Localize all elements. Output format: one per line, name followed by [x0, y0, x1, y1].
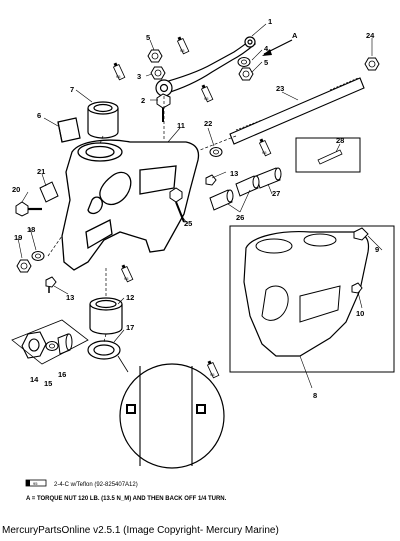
- svg-text:95: 95: [116, 74, 121, 79]
- callout-bracket: [11, 319, 89, 365]
- callout-17: 17: [126, 323, 134, 332]
- callout-21: 21: [37, 167, 45, 176]
- pin-21: [39, 181, 59, 203]
- callout-13-mid: 13: [230, 169, 238, 178]
- callout-8: 8: [313, 391, 317, 400]
- tube-d: 95: [258, 137, 272, 157]
- zoom-detail-circle: [117, 355, 225, 469]
- washer-4: [237, 57, 251, 67]
- callout-a: A: [292, 31, 298, 40]
- callout-23: 23: [276, 84, 284, 93]
- callout-1: 1: [268, 17, 272, 26]
- callout-3: 3: [137, 72, 141, 81]
- nut-3: [150, 66, 166, 80]
- svg-text:95: 95: [180, 48, 185, 53]
- svg-text:95: 95: [124, 276, 129, 281]
- block-6: [57, 117, 81, 143]
- grease-tubes: 95 95 95 95 95 95: [112, 35, 272, 379]
- callout-25: 25: [184, 219, 192, 228]
- callout-2: 2: [141, 96, 145, 105]
- legend: 95 2-4-C w/Teflon (92-825407A12): [25, 479, 138, 488]
- callout-7: 7: [70, 85, 74, 94]
- bolt-2: [156, 93, 171, 122]
- tube-f: 95: [206, 359, 220, 379]
- nut-24: [364, 57, 380, 71]
- footer: MercuryPartsOnline v2.5.1 (Image Copyrig…: [2, 524, 398, 538]
- callout-19: 19: [14, 233, 22, 242]
- callout-4: 4: [264, 44, 269, 53]
- callout-15: 15: [44, 379, 52, 388]
- swivel-bracket-11: [61, 139, 200, 271]
- bushing-26: [209, 175, 260, 211]
- image-copyright: (Image Copyright- Mercury Marine): [123, 525, 279, 536]
- nut-5-top: [147, 49, 163, 63]
- nut-5-right: [238, 67, 254, 81]
- bushing-16: [57, 333, 73, 355]
- callout-12: 12: [126, 293, 134, 302]
- callout-13-left: 13: [66, 293, 74, 302]
- kit-28: [295, 137, 361, 173]
- callout-16: 16: [58, 370, 66, 379]
- bearing-12: [89, 297, 123, 335]
- callout-10: 10: [356, 309, 364, 318]
- dashed-leaders: [47, 96, 237, 343]
- bushing-27: [255, 167, 282, 189]
- torque-arrow-a: [262, 39, 293, 56]
- callout-11: 11: [177, 121, 185, 130]
- steering-link: [155, 36, 256, 97]
- washer-15: [45, 341, 59, 351]
- callout-5-right: 5: [264, 58, 268, 67]
- callout-18: 18: [27, 225, 35, 234]
- torque-note: A = TORQUE NUT 120 LB. (13.5 N_M) AND TH…: [26, 496, 227, 502]
- callout-5-top: 5: [146, 33, 150, 42]
- callout-20: 20: [12, 185, 20, 194]
- svg-text:95: 95: [210, 372, 215, 377]
- tube-b: 95: [112, 61, 126, 81]
- bushing-7: [87, 101, 119, 139]
- seal-17: [87, 340, 121, 360]
- parts-diagram: 95 95 95 95 95 95: [11, 17, 395, 502]
- callout-numbers: 1 2 3 4 5 5 6 7 8 9 10 11 12 13 13 14 15…: [12, 17, 379, 400]
- svg-text:95: 95: [204, 96, 209, 101]
- tilt-tube-23: [229, 77, 365, 145]
- callout-6: 6: [37, 111, 41, 120]
- callout-9: 9: [375, 245, 379, 254]
- nut-14: [21, 331, 47, 359]
- svg-text:95: 95: [262, 150, 267, 155]
- callout-14: 14: [30, 375, 39, 384]
- legend-text: 2-4-C w/Teflon (92-825407A12): [54, 482, 138, 488]
- bolt-20: [15, 201, 42, 217]
- callout-27: 27: [272, 189, 280, 198]
- app-version: MercuryPartsOnline v2.5.1: [2, 525, 121, 536]
- leader-lines: [17, 23, 383, 389]
- washer-22: [209, 147, 223, 157]
- nut-19: [16, 259, 32, 273]
- tube-e: 95: [120, 263, 134, 283]
- tube-a: 95: [176, 35, 190, 55]
- grease-fitting-13-mid: [205, 174, 217, 186]
- washer-18: [31, 251, 45, 261]
- callout-26: 26: [236, 213, 244, 222]
- callout-22: 22: [204, 119, 212, 128]
- grease-fitting-13-left: [45, 276, 57, 293]
- callout-28: 28: [336, 136, 344, 145]
- svg-text:95: 95: [33, 481, 38, 486]
- tube-c: 95: [200, 83, 214, 103]
- detail-inset: [229, 225, 395, 373]
- bolt-25: [169, 187, 185, 223]
- callout-24: 24: [366, 31, 375, 40]
